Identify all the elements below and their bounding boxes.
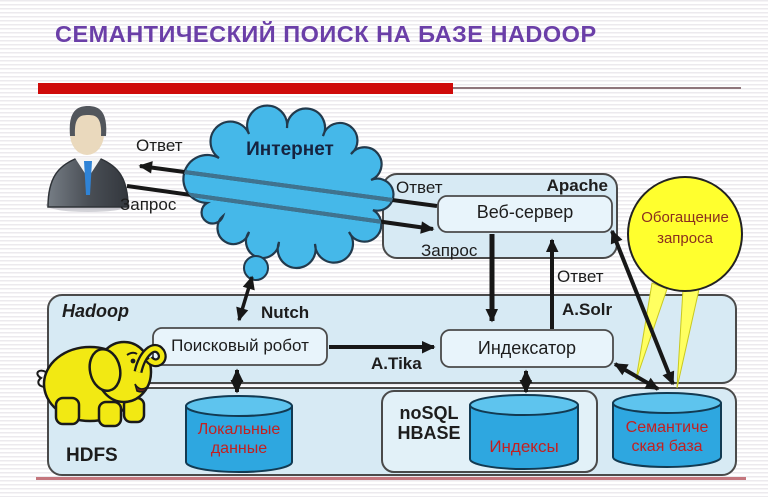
label-local-data-line2: данные xyxy=(210,440,268,457)
label-answer-user: Ответ xyxy=(136,136,183,155)
label-answer-apache: Ответ xyxy=(396,178,443,197)
label-asolr: A.Solr xyxy=(562,300,613,319)
label-nosql-line2: HBASE xyxy=(397,423,461,443)
accent-bar-thin xyxy=(453,87,741,89)
arrow-webserver-semanticdb xyxy=(610,229,675,386)
label-local-data-line1: Локальные xyxy=(197,421,281,438)
label-apache: Apache xyxy=(546,176,608,195)
semantic-db xyxy=(612,392,722,468)
footer-line xyxy=(36,477,746,480)
hadoop-elephant-icon xyxy=(36,340,167,428)
label-search-robot: Поисковый робот xyxy=(171,336,309,355)
label-nosql-line1: noSQL xyxy=(399,403,459,423)
label-semantic-line1: Семантиче xyxy=(625,419,709,436)
label-hdfs: HDFS xyxy=(66,445,118,466)
page-title: СЕМАНТИЧЕСКИЙ ПОИСК НА БАЗЕ HADOOP xyxy=(55,21,597,47)
label-internet: Интернет xyxy=(246,139,334,160)
label-indexes: Индексы xyxy=(489,437,559,456)
label-atika: A.Tika xyxy=(371,354,422,373)
label-enrichment-line2: запроса xyxy=(657,230,713,247)
arrow-crawler-to-robot xyxy=(236,275,255,322)
indexes-db xyxy=(469,394,579,470)
label-hadoop: Hadoop xyxy=(62,301,129,321)
label-web-server: Веб-сервер xyxy=(476,202,574,222)
label-indexer: Индексатор xyxy=(477,338,577,358)
label-request-apache: Запрос xyxy=(421,241,478,260)
accent-bar xyxy=(38,83,453,94)
user-icon xyxy=(46,106,130,212)
label-nutch: Nutch xyxy=(261,303,310,322)
local-data-db xyxy=(185,395,293,473)
web-server-node xyxy=(437,195,613,233)
label-request-user: Запрос xyxy=(120,195,177,214)
label-enrichment-line1: Обогащение xyxy=(641,209,729,226)
label-answer-mid: Ответ xyxy=(557,267,604,286)
crawler-node-icon xyxy=(243,255,269,281)
label-semantic-line2: ская база xyxy=(631,438,703,455)
